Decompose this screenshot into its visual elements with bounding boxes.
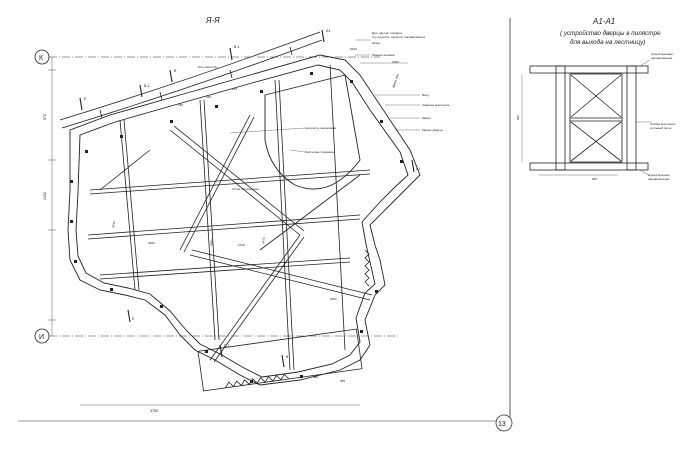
detail-leaders [521, 59, 652, 177]
note-lestnica: Лестница-стремянка [305, 150, 334, 154]
dim-380: 380 [313, 375, 318, 379]
detail-subtitle-2: для выхода на лестницу) [570, 38, 645, 46]
note-profile-2: яту-существ. горизонт. направляющих [372, 35, 426, 39]
detail-bottom-guide-1: Существующая [648, 173, 670, 177]
cut-label-a1-right: А1 [416, 167, 420, 171]
cut-label-b1-top: В-1 [234, 45, 240, 49]
dim-385: 385 [340, 379, 345, 383]
cut-marks [79, 29, 415, 368]
dim-2440: 2440 [111, 221, 116, 229]
note-stoika: Ось пилястры [198, 65, 218, 69]
dim-250b: 250 [206, 95, 211, 99]
cut-label-e-bottom: Е [132, 317, 135, 321]
detail-subtitle-1: ( устройство дверцы в пилястре [560, 29, 661, 37]
axis-i-marker: И [34, 328, 400, 344]
cut-label-a1-top: А1 [326, 29, 330, 33]
cut-label-b1-mid: В-1 [144, 84, 150, 88]
dim-bottom-3750: 3750 [150, 409, 158, 413]
leader-lines [229, 39, 420, 153]
dim-3300: 3300 [148, 241, 155, 245]
sheet-number: 13 [498, 421, 506, 428]
note-ramnaya: Рамная затяжка [372, 53, 395, 57]
detail-dim-width: 660 [592, 177, 597, 181]
cut-label-b1-bottom: В-1 [224, 344, 230, 348]
dim-left-970: 970 [43, 114, 47, 120]
dim-3390: 3390 [209, 239, 214, 247]
note-zamok: Замок [422, 116, 431, 120]
detail-top-guide-2: направляющая [651, 56, 673, 60]
dim-1590: 1590 [392, 60, 399, 64]
note-sv-krep: Сварное крепление [422, 103, 450, 107]
dim-2470: 2470 [261, 237, 266, 245]
note-dver-obl: Дверь обл. [391, 73, 400, 89]
structure-members [87, 64, 373, 371]
detail-top-guide-1: Существующая [651, 52, 673, 56]
connection-nodes [70, 72, 403, 383]
dim-2630: 2630 [350, 47, 357, 51]
detail-dim-height: 900 [516, 115, 520, 120]
note-profile-1: Доп. двутав. профиль [372, 31, 403, 35]
note-uzlovoe: Узлов полоса/ними [232, 187, 259, 191]
section-title: Я-Я [205, 16, 220, 25]
detail-side-note-2: угольный поток [650, 126, 672, 130]
dim-250a: 250 [178, 103, 183, 107]
detail-frame [529, 65, 649, 171]
note-zap-limit: заполнить шевронами [305, 126, 337, 130]
ladder-opening [264, 74, 361, 190]
detail-title: А1-А1 [592, 17, 615, 26]
detail-side-note-1: Стойка крепления [650, 122, 676, 126]
note-zazor: Зазор [372, 41, 380, 45]
cut-label-b-bottom: В [286, 355, 289, 359]
note-karkas: Каркас дверцы [422, 128, 443, 132]
cut-label-e-top: Е [84, 97, 87, 101]
dim-3250: 3250 [330, 297, 337, 301]
dim-215: 215 [232, 87, 237, 91]
dim-2730: 2730 [238, 243, 245, 247]
axis-k-label: К [39, 55, 44, 62]
detail-bottom-guide-2: направляющая [648, 177, 670, 181]
top-curved-beam [59, 31, 323, 129]
axis-k-marker: К [34, 49, 380, 65]
left-dimension-chain [48, 57, 56, 336]
bottom-stair-zone [197, 249, 370, 392]
sheet-number-marker: 13 [495, 414, 513, 432]
dim-left-2492: 2492 [43, 192, 47, 200]
note-vkhod: Вход [422, 93, 429, 97]
cut-label-b-top: В [174, 69, 177, 73]
axis-i-label: И [39, 334, 44, 341]
